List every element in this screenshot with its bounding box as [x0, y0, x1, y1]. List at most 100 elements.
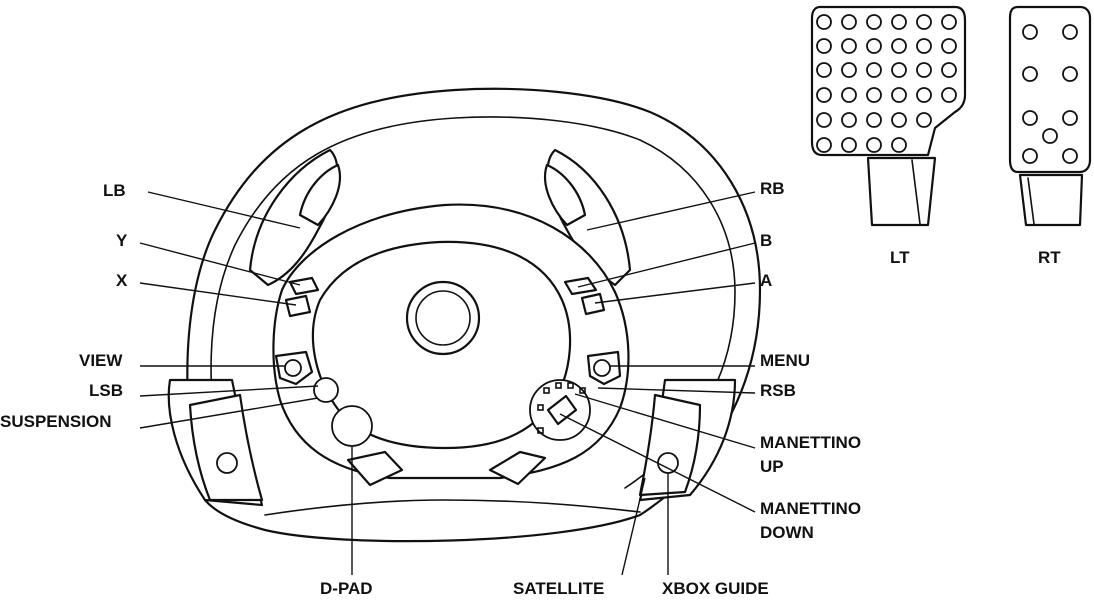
left-grip-panel — [188, 393, 264, 502]
pedal-rt-hole-8 — [1022, 148, 1038, 164]
pedal-rt-arm — [1018, 173, 1084, 227]
pedal-lt-hole — [916, 14, 932, 30]
pedal-lt-hole — [841, 38, 857, 54]
view-button — [284, 359, 302, 377]
pedal-lt-hole — [891, 14, 907, 30]
leader-suspension — [139, 397, 319, 429]
lsb-button — [313, 377, 339, 403]
pedal-lt-hole — [941, 38, 957, 54]
y-button — [288, 276, 320, 296]
pedal-lt-hole — [816, 137, 832, 153]
pedal-lt-hole — [891, 137, 907, 153]
label-suspension: SUSPENSION — [0, 412, 112, 431]
pedal-lt-plate — [810, 5, 967, 157]
label-manettino-up-2: UP — [760, 457, 784, 476]
pedal-lt-hole — [841, 87, 857, 103]
leader-y — [139, 242, 301, 286]
manettino-mark-5 — [537, 404, 544, 411]
pedal-lt-hole — [866, 62, 882, 78]
leader-a — [594, 282, 756, 304]
leader-b — [577, 242, 756, 288]
pedal-lt — [810, 5, 967, 227]
leader-lb — [147, 191, 301, 229]
label-a: A — [760, 271, 773, 290]
pedal-lt-hole — [816, 38, 832, 54]
label-lb: LB — [103, 181, 126, 200]
pedal-rt-hole-2 — [1062, 24, 1078, 40]
pedal-rt-plate — [1008, 5, 1092, 174]
leader-lines — [139, 191, 756, 576]
label-b: B — [760, 231, 773, 250]
pedal-rt-hole-7 — [1042, 128, 1058, 144]
pedal-lt-hole — [941, 62, 957, 78]
label-xbox-guide: XBOX GUIDE — [662, 579, 769, 598]
label-rsb: RSB — [760, 381, 796, 400]
pedal-rt-hole-5 — [1022, 110, 1038, 126]
pedal-lt-hole — [916, 38, 932, 54]
manettino-knob — [546, 394, 578, 426]
right-paddle-upper — [543, 163, 587, 227]
label-manettino-down-2: DOWN — [760, 523, 814, 542]
leader-x — [139, 282, 297, 306]
lower-left-spoke — [346, 450, 404, 487]
pedal-lt-hole — [816, 62, 832, 78]
pedal-lt-hole — [816, 87, 832, 103]
pedal-lt-hole — [916, 112, 932, 128]
pedal-lt-hole — [841, 14, 857, 30]
label-x: X — [116, 271, 128, 290]
manettino-mark-2 — [555, 382, 562, 389]
left-grip-button — [216, 452, 238, 474]
pedal-rt-arm-edge — [1027, 177, 1035, 225]
pedal-lt-hole — [841, 62, 857, 78]
label-rt: RT — [1038, 248, 1061, 267]
pedal-lt-hole — [866, 112, 882, 128]
manettino-mark-3 — [567, 382, 574, 389]
pedal-rt-hole-3 — [1022, 66, 1038, 82]
pedal-lt-holes — [816, 14, 957, 153]
label-lt: LT — [890, 248, 910, 267]
manettino-mark-1 — [543, 387, 550, 394]
xbox-guide-button — [657, 452, 679, 474]
steering-wheel — [167, 87, 762, 543]
label-manettino-up-1: MANETTINO — [760, 433, 862, 452]
pedal-lt-hole — [891, 38, 907, 54]
pedal-lt-hole — [891, 87, 907, 103]
manettino-mark-4 — [579, 387, 586, 394]
pedal-lt-hole — [866, 137, 882, 153]
pedal-lt-hole — [891, 62, 907, 78]
leader-rb — [586, 191, 756, 231]
pedal-lt-hole — [891, 112, 907, 128]
label-lsb: LSB — [89, 381, 123, 400]
pedal-lt-hole — [941, 14, 957, 30]
label-dpad: D-PAD — [320, 579, 373, 598]
pedal-lt-hole — [866, 14, 882, 30]
x-button — [284, 294, 312, 318]
leader-rsb — [597, 387, 756, 394]
pedal-rt — [1008, 5, 1092, 227]
pedal-lt-hole — [916, 87, 932, 103]
bottom-bar — [264, 499, 641, 516]
leader-lsb — [139, 385, 319, 397]
label-manettino-down-1: MANETTINO — [760, 499, 862, 518]
pedal-lt-hole — [816, 14, 832, 30]
manettino-mark-6 — [537, 427, 544, 434]
pedal-lt-hole — [941, 87, 957, 103]
pedal-rt-hole-1 — [1022, 24, 1038, 40]
horn-outer — [405, 280, 481, 356]
pedal-rt-hole-4 — [1062, 66, 1078, 82]
menu-button — [593, 359, 611, 377]
label-rb: RB — [760, 179, 785, 198]
wheel-rim-inner — [210, 116, 736, 489]
pedal-lt-hole — [816, 112, 832, 128]
label-y: Y — [116, 231, 128, 250]
pedal-rt-hole-9 — [1062, 148, 1078, 164]
dpad — [331, 405, 373, 447]
horn-inner — [415, 290, 471, 346]
pedal-lt-hole — [916, 62, 932, 78]
a-button — [580, 292, 606, 316]
left-paddle-upper — [298, 163, 342, 227]
leader-satellite — [621, 477, 646, 576]
leader-manettino-up — [574, 393, 756, 449]
pedal-lt-hole — [841, 112, 857, 128]
